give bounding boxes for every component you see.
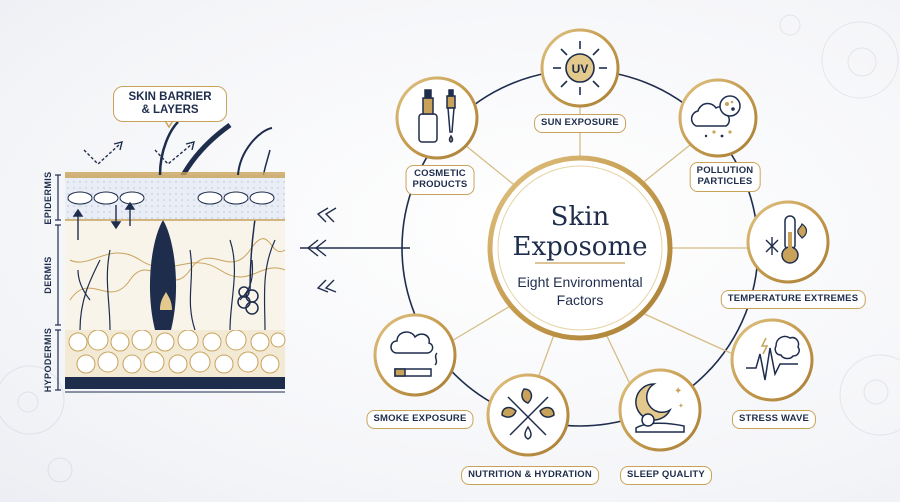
skin-barrier-callout: SKIN BARRIER & LAYERS xyxy=(113,86,227,122)
factor-label-cosmetic: COSMETIC PRODUCTS xyxy=(405,165,475,195)
center-subtitle-line-1: Eight Environmental xyxy=(517,274,643,290)
spokes xyxy=(444,98,748,406)
arrows-to-skin xyxy=(300,207,410,293)
factor-label-temperature: TEMPERATURE EXTREMES xyxy=(720,290,866,309)
center-subtitle-line-2: Factors xyxy=(556,292,604,308)
moon-sleep-icon: ✦ ✦ xyxy=(635,383,685,433)
factor-label-sun-exposure: SUN EXPOSURE xyxy=(534,114,626,133)
skin-cross-section xyxy=(55,121,286,393)
uv-badge: UV xyxy=(572,62,589,76)
uv-sun-icon xyxy=(553,41,607,95)
factor-label-smoke: SMOKE EXPOSURE xyxy=(366,410,474,429)
callout-line-1: SKIN BARRIER xyxy=(128,90,212,103)
factor-label-pollution: POLLUTION PARTICLES xyxy=(689,162,761,192)
dropper-bottle-icon xyxy=(418,89,456,143)
layer-label-dermis: DERMIS xyxy=(43,256,53,294)
background-cells xyxy=(0,14,900,483)
callout-line-2: & LAYERS xyxy=(141,104,199,116)
pollution-label-line-1: POLLUTION xyxy=(696,165,754,176)
center-hub-ring xyxy=(487,155,673,341)
center-title-line-1: Skin xyxy=(550,202,610,232)
brain-wave-icon xyxy=(746,335,800,381)
pollution-cloud-icon xyxy=(690,95,741,138)
layer-label-epidermis: EPIDERMIS xyxy=(43,171,53,225)
center-title-line-2: Exposome xyxy=(512,232,648,262)
factor-label-sleep: SLEEP QUALITY xyxy=(620,466,712,485)
leaf-utensils-icon xyxy=(501,388,555,440)
pollution-label-line-2: PARTICLES xyxy=(697,175,753,187)
svg-text:✦: ✦ xyxy=(674,386,682,397)
factor-label-nutrition: NUTRITION & HYDRATION xyxy=(461,466,599,485)
cigarette-smoke-icon xyxy=(390,331,438,377)
cosmetic-label-line-2: PRODUCTS xyxy=(412,178,468,190)
thermometer-icon xyxy=(765,215,808,264)
svg-text:✦: ✦ xyxy=(678,402,684,410)
layer-label-hypodermis: HYPODERMIS xyxy=(43,327,53,393)
factor-label-stress: STRESS WAVE xyxy=(731,410,817,429)
cosmetic-label-line-1: COSMETIC xyxy=(414,168,466,179)
